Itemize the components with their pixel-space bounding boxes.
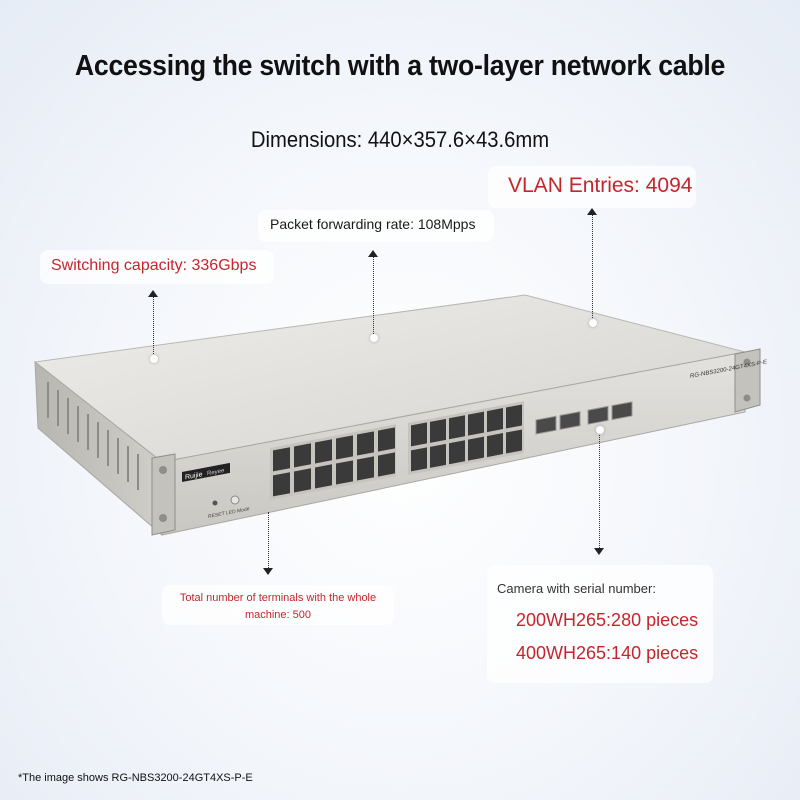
right-rack-ear — [734, 348, 761, 413]
svg-text:Reyee: Reyee — [207, 468, 225, 477]
leader-line-switching — [153, 296, 154, 358]
switching-capacity-label: Switching capacity: 336Gbps — [40, 250, 274, 284]
camera-title: Camera with serial number: — [497, 581, 656, 596]
leader-line-terminals — [268, 512, 269, 572]
packet-forwarding-rate-label: Packet forwarding rate: 108Mpps — [258, 210, 494, 242]
arrow-up-icon — [587, 208, 597, 215]
camera-info-box — [487, 565, 713, 683]
leader-line-vlan — [592, 214, 593, 322]
led-mode-button — [230, 495, 240, 505]
footnote: *The image shows RG-NBS3200-24GT4XS-P-E — [18, 772, 253, 784]
total-terminals-label: Total number of terminals with the whole… — [162, 585, 394, 625]
sfp-port-group — [535, 401, 633, 435]
leader-line-camera — [599, 432, 600, 552]
page-title: Accessing the switch with a two-layer ne… — [74, 50, 726, 82]
vlan-entries-label: VLAN Entries: 4094 — [488, 166, 696, 208]
dimensions-label: Dimensions: 440×357.6×43.6mm — [250, 127, 550, 152]
marker-packet — [370, 334, 378, 342]
svg-text:Ruijie: Ruijie — [185, 471, 203, 481]
left-rack-ear — [151, 453, 176, 536]
vent-slots — [47, 382, 139, 490]
brand-logo: Ruijie Reyee — [182, 462, 230, 482]
marker-switching — [150, 355, 158, 363]
marker-camera — [596, 426, 604, 434]
arrow-up-icon — [148, 290, 158, 297]
arrow-up-icon — [368, 250, 378, 257]
marker-vlan — [589, 319, 597, 327]
rj45-port-group-2 — [408, 401, 524, 475]
leader-line-packet — [373, 256, 374, 336]
camera-line-200wh: 200WH265:280 pieces — [516, 610, 699, 630]
arrow-down-icon — [263, 568, 273, 575]
reset-button — [212, 500, 218, 506]
camera-line-400wh: 400WH265:140 pieces — [516, 643, 699, 663]
rj45-port-group-1 — [270, 424, 396, 500]
arrow-down-icon — [594, 548, 604, 555]
